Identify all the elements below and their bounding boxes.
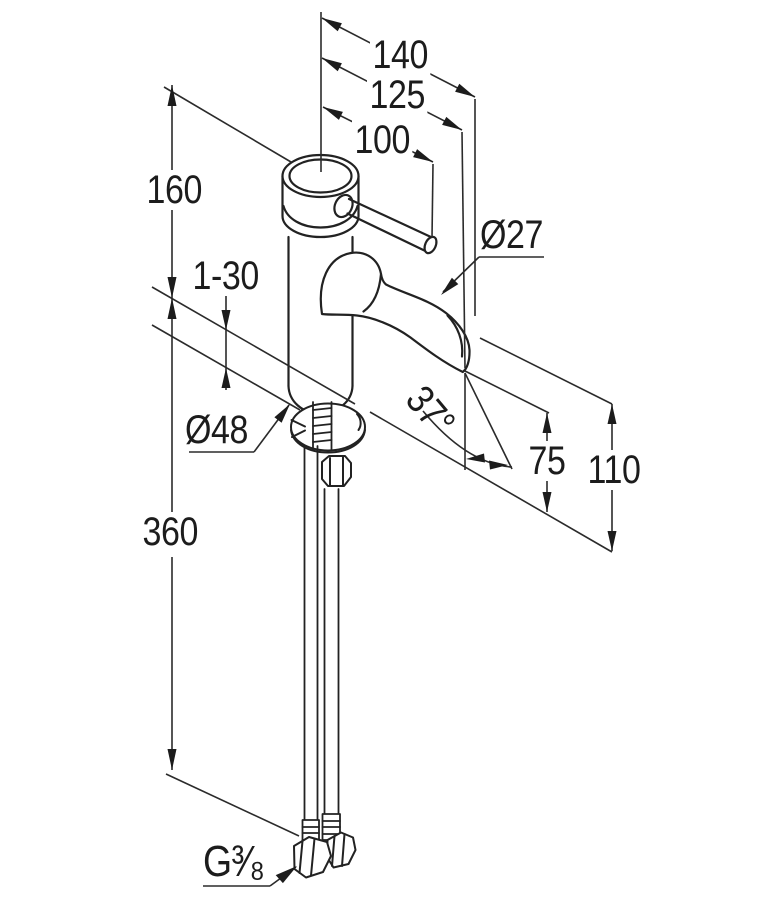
arrow-360-top: [167, 298, 177, 319]
arrow-110-top: [607, 404, 617, 424]
dimension-label-dia27: Ø27: [480, 213, 543, 257]
dimension-label-160: 160: [144, 170, 205, 210]
arrow-75-bottom: [542, 492, 552, 512]
arrow-dia27: [441, 277, 459, 295]
ext-line-faucet-top: [163, 86, 292, 163]
mounting-clamp: [290, 402, 366, 454]
arrow-75-top: [542, 413, 552, 433]
dimension-label-dia48: Ø48: [185, 408, 248, 452]
ext-line-125: [461, 131, 466, 369]
ext-line-110-top: [479, 337, 613, 405]
arrow-125-left: [322, 58, 342, 72]
deck-top-line-right: [369, 411, 613, 553]
mounting-nut: [321, 455, 352, 487]
lever-handle: [333, 193, 438, 255]
ext-line-75-top: [464, 370, 550, 414]
threaded-shank: [312, 401, 333, 451]
supply-hoses: [303, 445, 340, 823]
cartridge-cap: [281, 153, 360, 239]
arrow-110-bottom: [607, 531, 617, 551]
ext-line-100: [431, 163, 434, 239]
faucet-figure: [281, 153, 471, 415]
arrow-1-30-top: [221, 310, 231, 330]
arrow-100-right: [413, 149, 433, 162]
arrow-angle-left: [466, 453, 485, 463]
dimension-label-1-30: 1-30: [190, 256, 262, 296]
dimension-label-360: 360: [140, 512, 201, 552]
dimension-label-140: 140: [370, 35, 431, 75]
dimension-label-125: 125: [367, 75, 428, 115]
arrow-160-top: [167, 85, 177, 106]
curved-spout: [319, 251, 471, 374]
arrow-160-bottom: [167, 277, 177, 298]
deck-top-line-left: [151, 286, 356, 405]
dimension-label-110: 110: [585, 450, 644, 490]
ext-line-hose-end: [165, 773, 300, 837]
dimension-label-g38: G³⁄₈: [203, 837, 265, 886]
arrow-100-left: [323, 107, 343, 120]
angle-ref-spout-axis: [464, 372, 513, 470]
hose-elbow-connectors: [293, 831, 357, 879]
mounting-hardware: [290, 401, 366, 879]
arrow-140-left: [322, 18, 342, 32]
dimension-label-100: 100: [352, 120, 413, 160]
arrow-360-bottom: [167, 749, 177, 770]
arrow-angle-right: [489, 460, 508, 470]
arrow-1-30-bottom: [221, 368, 231, 388]
dimension-label-75: 75: [526, 441, 569, 481]
arrow-140-right: [455, 83, 475, 97]
arrow-g38: [275, 866, 297, 884]
dimension-arrowheads: [167, 18, 617, 884]
arrow-dia48: [274, 404, 290, 423]
arrow-125-right: [442, 116, 462, 130]
